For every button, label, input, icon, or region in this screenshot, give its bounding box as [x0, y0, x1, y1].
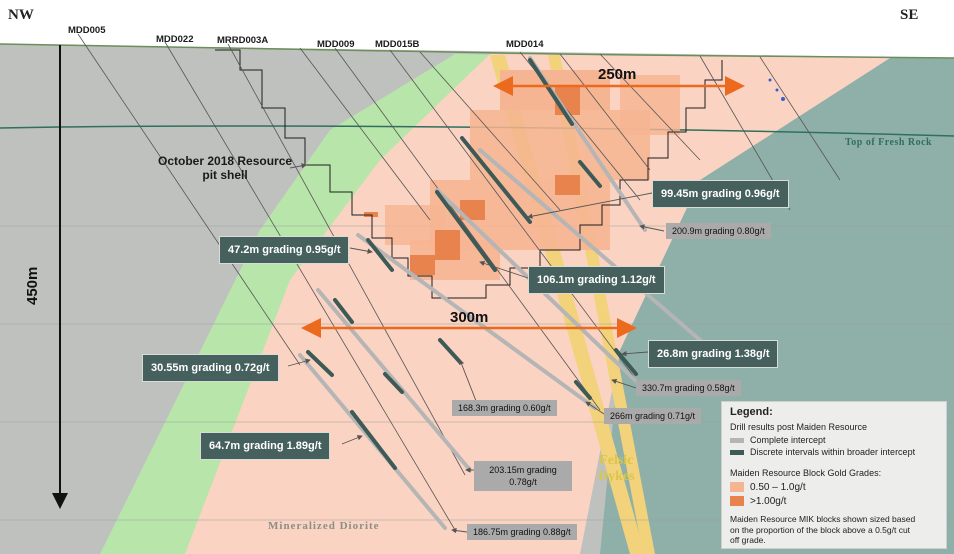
leader-lines	[287, 163, 665, 534]
discrete-intervals	[306, 58, 638, 470]
discrete-swatch	[730, 450, 744, 456]
intercept-callout-dark: 106.1m grading 1.12g/t	[528, 266, 665, 294]
complete-swatch	[730, 438, 744, 444]
hole-label: MDD005	[68, 25, 106, 36]
drill-traces	[77, 33, 841, 531]
legend-item-complete: Complete intercept	[730, 435, 826, 445]
grade-low-swatch	[730, 482, 744, 493]
legend-drill-heading: Drill results post Maiden Resource	[730, 422, 868, 432]
sky	[0, 0, 954, 46]
legend-item-grade-high: >1.00g/t	[730, 496, 786, 507]
pit-shell-label: October 2018 Resource pit shell	[158, 154, 293, 182]
depth-label: 450m	[24, 266, 41, 305]
intercept-callout-grey: 203.15m grading 0.78g/t	[474, 461, 572, 491]
felsic-dykes-label: Felsic Dykes	[598, 453, 635, 484]
hole-label: MDD009	[317, 39, 355, 50]
nw-label: NW	[8, 7, 34, 23]
hole-label: MDD022	[156, 34, 194, 45]
intercept-callout-grey: 330.7m grading 0.58g/t	[636, 380, 741, 396]
grade-high-swatch	[730, 496, 744, 507]
legend-item-discrete: Discrete intervals within broader interc…	[730, 447, 915, 457]
legend: Legend: Drill results post Maiden Resour…	[721, 401, 947, 549]
pit-shell	[215, 49, 723, 299]
hole-label: MDD014	[506, 39, 544, 50]
intercept-callout-dark: 47.2m grading 0.95g/t	[219, 236, 350, 264]
intercept-callout-dark: 64.7m grading 1.89g/t	[200, 432, 331, 460]
fresh-rock-label: Top of Fresh Rock	[845, 137, 933, 148]
legend-item-grade-low: 0.50 – 1.0g/t	[730, 482, 806, 493]
drill-collar-markers	[768, 78, 785, 101]
intercept-callout-grey: 200.9m grading 0.80g/t	[666, 223, 771, 239]
hole-label: MDD015B	[375, 39, 420, 50]
intercept-callout-grey: 186.75m grading 0.88g/t	[467, 524, 577, 540]
width-300-label: 300m	[450, 309, 489, 326]
se-label: SE	[900, 7, 919, 23]
width-250-label: 250m	[598, 66, 637, 83]
diorite-label: Mineralized Diorite	[268, 520, 380, 532]
intercept-callout-dark: 26.8m grading 1.38g/t	[648, 340, 779, 368]
legend-note: Maiden Resource MIK blocks shown sized b…	[730, 514, 916, 545]
intercept-callout-dark: 99.45m grading 0.96g/t	[652, 180, 789, 208]
hole-label: MRRD003A	[217, 35, 269, 46]
intercept-callout-dark: 30.55m grading 0.72g/t	[142, 354, 279, 382]
legend-title: Legend:	[730, 406, 773, 418]
legend-block-heading: Maiden Resource Block Gold Grades:	[730, 468, 882, 478]
intercept-callout-grey: 168.3m grading 0.60g/t	[452, 400, 557, 416]
intercept-callout-grey: 266m grading 0.71g/t	[604, 408, 702, 424]
fresh-rock-line	[0, 125, 954, 137]
